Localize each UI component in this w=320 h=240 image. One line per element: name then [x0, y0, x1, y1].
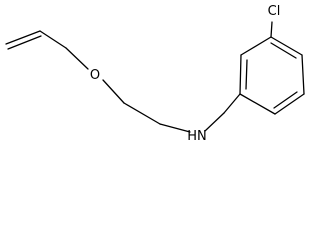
ring-bond-3 — [301, 54, 305, 95]
ring-double-3 — [270, 42, 297, 59]
ring-bond-6 — [239, 54, 242, 95]
atom-label-o: O — [90, 68, 100, 83]
bond-c-o — [65, 47, 89, 70]
ring-bond-2 — [274, 93, 305, 115]
bond-allyl — [39, 30, 67, 49]
bond-c-cl — [270, 21, 273, 38]
bond-vinyl-double-b — [7, 35, 42, 50]
ring-double-2 — [273, 91, 298, 109]
ring-bond-5 — [240, 36, 272, 56]
atom-label-hn: HN — [187, 129, 207, 144]
bond-lines — [5, 21, 305, 133]
ring-double-1 — [245, 59, 248, 90]
bond-ch2-ring — [223, 93, 241, 114]
atom-label-cl: Cl — [268, 4, 281, 19]
bond-n-ch2 — [204, 112, 225, 132]
chemical-structure: Cl O HN — [5, 4, 305, 144]
bond-o-c — [102, 79, 125, 104]
bond-c-n — [159, 123, 191, 133]
ring-bond-4 — [270, 36, 303, 56]
ring-bond-1 — [239, 93, 276, 115]
bond-vinyl-double-a — [5, 30, 41, 45]
atom-labels: Cl O HN — [90, 4, 280, 144]
bond-ethyl — [123, 102, 161, 125]
